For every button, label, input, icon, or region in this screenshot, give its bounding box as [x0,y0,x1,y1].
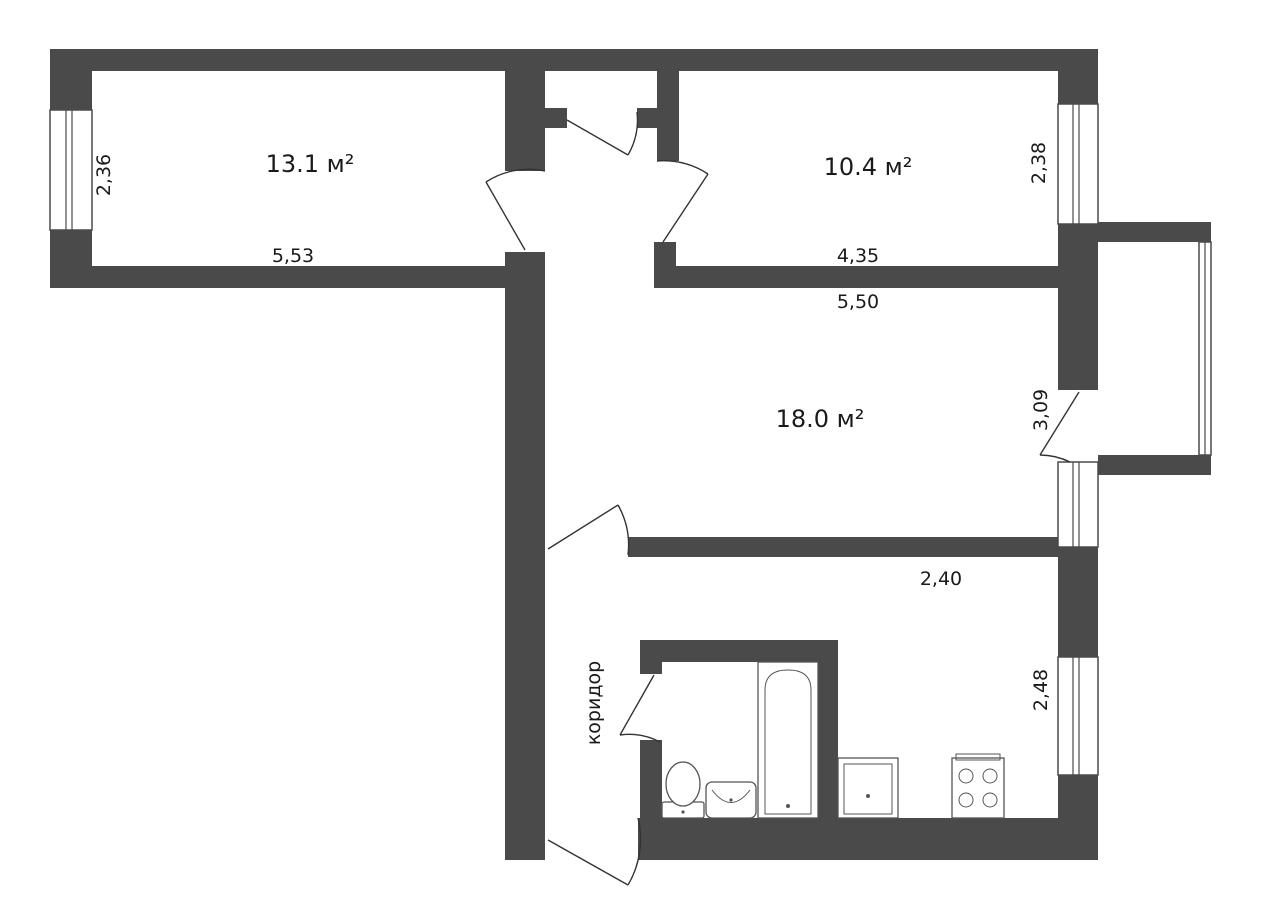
door-storage [566,111,639,156]
wall-living-kitchen [628,537,1060,557]
wall-right-top [1058,49,1098,104]
wall-bath-left-stub [640,640,662,674]
fixtures [661,661,1005,819]
wall-right-kitchen-upper [1058,547,1098,657]
kitchen-depth: 2,48 [1030,669,1052,711]
corridor-label: коридор [583,661,605,745]
sink-icon [705,781,757,819]
room-left-width: 5,53 [272,245,314,267]
wall-hall-stub-right [637,108,659,128]
door-living [547,504,630,556]
wall-balcony-top [1098,222,1211,242]
window-left [49,109,93,231]
room-right-depth: 2,38 [1028,142,1050,184]
wall-corridor-left [505,252,545,860]
wall-bath-right [818,640,838,820]
walls [50,49,1211,860]
door-entrance [547,817,642,886]
living-room-area: 18.0 м² [776,405,865,433]
room-right-width: 4,35 [837,245,879,267]
wall-partition-left [505,49,545,171]
door-bathroom [619,674,661,743]
kitchen-width: 2,40 [920,568,962,590]
window-living [1057,461,1099,548]
door-room-left [485,168,546,251]
window-kitchen [1057,656,1099,776]
wall-right-mid [1058,224,1098,390]
door-balcony [1039,391,1080,463]
wall-door-stub-right [654,242,676,288]
stove-icon [951,753,1005,819]
toilet-icon [661,761,705,819]
room-right-area: 10.4 м² [824,153,913,181]
wall-room-right-bottom [654,266,1098,288]
door-room-right [656,160,709,243]
living-room-depth: 3,09 [1030,389,1052,431]
wall-partition-right [657,49,679,161]
labels: 13.1 м² 5,53 2,36 10.4 м² 4,35 2,38 18.0… [93,142,1052,745]
windows [49,103,1212,776]
bathtub-icon [757,661,819,819]
wall-bottom [638,818,1098,860]
wall-left-upper [50,49,92,110]
wall-balcony-bottom [1098,455,1211,475]
wall-top [50,49,1098,71]
room-left-area: 13.1 м² [266,150,355,178]
kitchen-sink-icon [837,757,899,819]
wall-bath-left-lower [640,740,662,860]
wall-bath-top [640,640,838,662]
wall-room-left-bottom [50,266,505,288]
window-balcony [1198,241,1212,456]
window-room-right [1057,103,1099,225]
room-left-depth: 2,36 [93,154,115,196]
wall-hall-stub-left [545,108,567,128]
doors [485,111,1080,886]
living-room-width: 5,50 [837,291,879,313]
